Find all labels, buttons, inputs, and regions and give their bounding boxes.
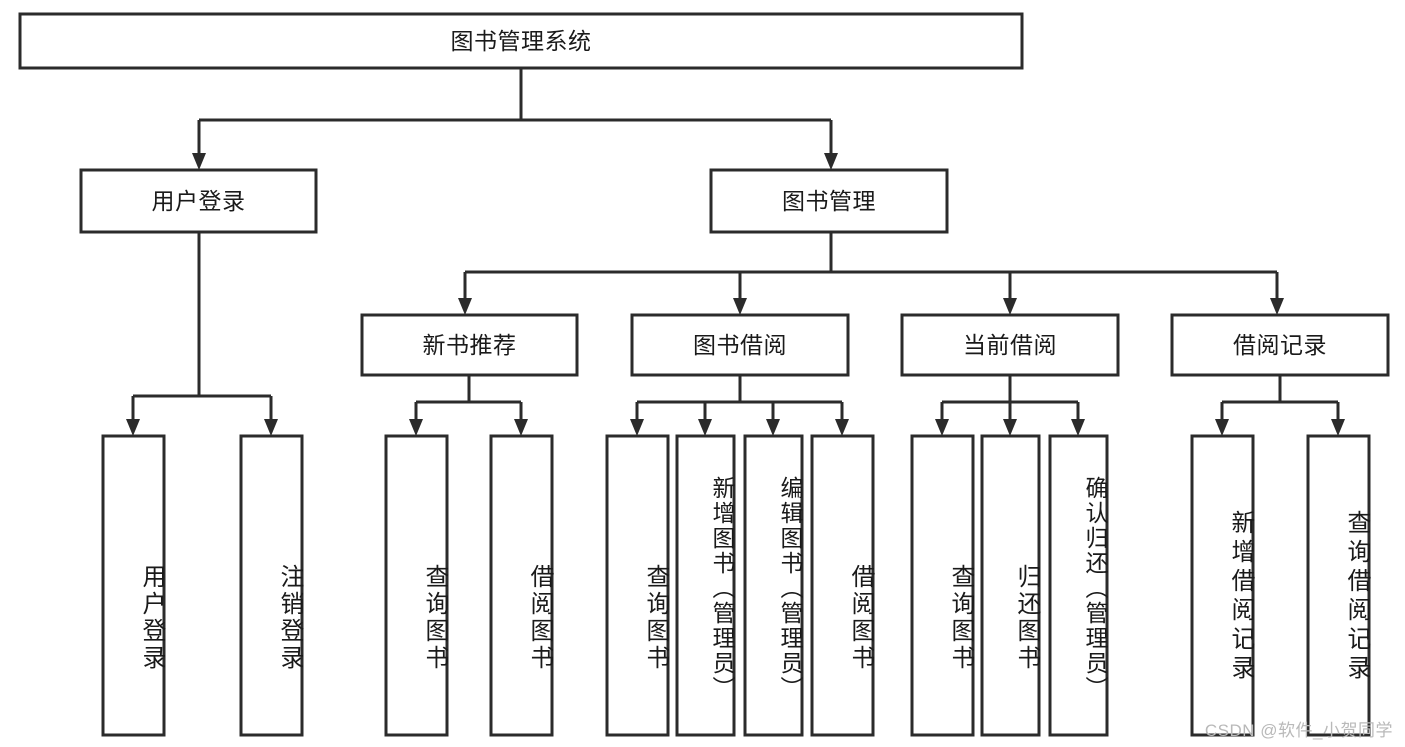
arrowhead-leaf-borrow-book-1 bbox=[514, 419, 528, 436]
arrowhead-leaf-logout bbox=[264, 419, 278, 436]
arrowhead-leaf-query-book-2 bbox=[630, 419, 644, 436]
node-box-root[interactable] bbox=[18, 12, 1024, 70]
arrowhead-leaf-confirm-return bbox=[1071, 419, 1085, 436]
node-box-leaf-add-record[interactable] bbox=[1190, 434, 1255, 737]
node-box-leaf-logout[interactable] bbox=[239, 434, 304, 737]
node-box-leaf-confirm-return[interactable] bbox=[1048, 434, 1109, 737]
node-box-book-management[interactable] bbox=[709, 168, 949, 234]
arrowhead-leaf-query-book-3 bbox=[935, 419, 949, 436]
node-box-leaf-query-record[interactable] bbox=[1306, 434, 1371, 737]
connector-group-book-management bbox=[458, 232, 1284, 315]
arrowhead-leaf-add-book bbox=[698, 419, 712, 436]
arrowhead-borrow-record bbox=[1270, 298, 1284, 315]
arrowhead-leaf-borrow-book-2 bbox=[835, 419, 849, 436]
node-box-leaf-query-book-1[interactable] bbox=[384, 434, 449, 737]
node-box-leaf-edit-book[interactable] bbox=[743, 434, 804, 737]
node-box-leaf-return-book[interactable] bbox=[980, 434, 1041, 737]
arrowhead-book-mgmt bbox=[824, 153, 838, 170]
arrowhead-leaf-user-login bbox=[126, 419, 140, 436]
node-box-leaf-borrow-book-2[interactable] bbox=[810, 434, 875, 737]
node-box-new-book-recommend[interactable] bbox=[360, 313, 579, 377]
arrowhead-leaf-edit-book bbox=[766, 419, 780, 436]
arrowhead-new-book-recommend bbox=[458, 298, 472, 315]
node-box-book-borrow[interactable] bbox=[630, 313, 850, 377]
arrowhead-leaf-add-record bbox=[1215, 419, 1229, 436]
connector-group-current-borrow bbox=[935, 375, 1085, 436]
arrowhead-book-borrow bbox=[733, 298, 747, 315]
node-box-leaf-borrow-book-1[interactable] bbox=[489, 434, 554, 737]
connector-group-user-login bbox=[126, 232, 278, 436]
arrowhead-leaf-return-book bbox=[1003, 419, 1017, 436]
node-box-leaf-add-book[interactable] bbox=[675, 434, 736, 737]
connector-group-new-book-recommend bbox=[409, 375, 528, 436]
connector-group-book-borrow bbox=[630, 375, 849, 436]
connector-group-root bbox=[192, 68, 838, 170]
node-box-user-login[interactable] bbox=[79, 168, 318, 234]
node-box-borrow-record[interactable] bbox=[1170, 313, 1390, 377]
arrowhead-current-borrow bbox=[1003, 298, 1017, 315]
arrowhead-leaf-query-book-1 bbox=[409, 419, 423, 436]
connector-group-borrow-record bbox=[1215, 375, 1345, 436]
arrowhead-leaf-query-record bbox=[1331, 419, 1345, 436]
node-box-current-borrow[interactable] bbox=[900, 313, 1120, 377]
node-box-leaf-user-login[interactable] bbox=[101, 434, 166, 737]
arrowhead-user-login bbox=[192, 153, 206, 170]
node-box-leaf-query-book-2[interactable] bbox=[605, 434, 670, 737]
csdn-watermark: CSDN @软件_小贺同学 bbox=[1204, 721, 1393, 740]
node-box-leaf-query-book-3[interactable] bbox=[910, 434, 975, 737]
